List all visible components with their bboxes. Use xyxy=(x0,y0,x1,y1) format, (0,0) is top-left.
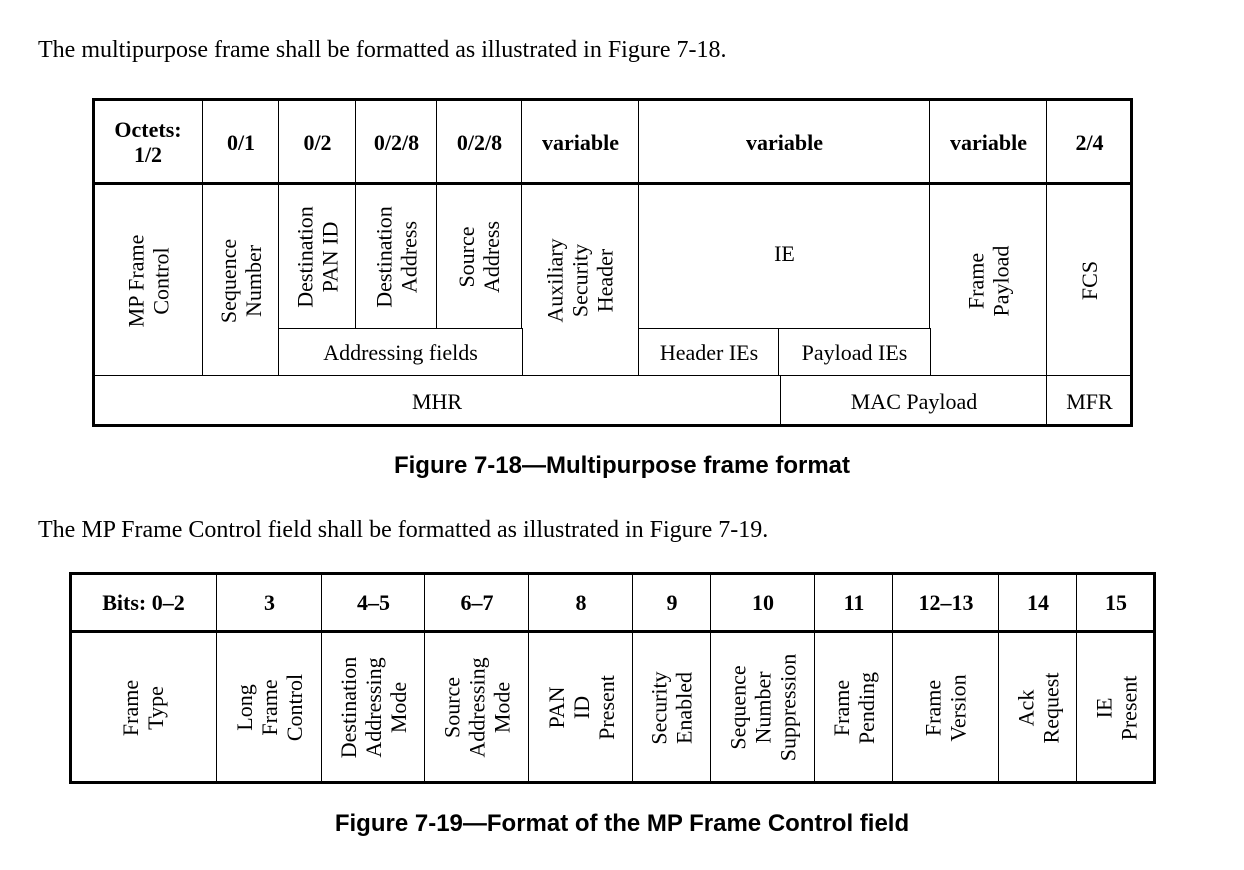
field-source-addressing-mode: Source Addressing Mode xyxy=(424,631,530,784)
header-row-divider xyxy=(69,630,1156,633)
field-destination-addressing-mode: Destination Addressing Mode xyxy=(321,631,426,784)
bits-frame-type: Bits: 0–2 xyxy=(69,572,218,633)
octets-auxiliary-security-header: variable xyxy=(521,98,640,186)
group-mhr: MHR xyxy=(92,375,782,427)
octets-destination-address: 0/2/8 xyxy=(355,98,438,186)
field-fcs: FCS xyxy=(1046,184,1133,377)
multipurpose-frame-format-table: Octets: 1/2 0/1 0/2 0/2/8 0/2/8 variable… xyxy=(92,98,1133,427)
group-payload-ies: Payload IEs xyxy=(778,328,931,377)
octets-fcs: 2/4 xyxy=(1046,98,1133,186)
field-security-enabled: Security Enabled xyxy=(632,631,712,784)
field-ie-present: IE Present xyxy=(1076,631,1156,784)
mp-frame-control-field-table: Bits: 0–2 3 4–5 6–7 8 9 10 11 12–13 14 1… xyxy=(69,572,1156,784)
field-sequence-number-suppression: Sequence Number Suppression xyxy=(710,631,816,784)
figure-7-18-caption: Figure 7-18—Multipurpose frame format xyxy=(393,452,851,479)
field-frame-pending: Frame Pending xyxy=(814,631,894,784)
field-frame-type: Frame Type xyxy=(69,631,218,784)
group-mac-payload: MAC Payload xyxy=(780,375,1048,427)
octets-header-cell: Octets: 1/2 xyxy=(92,98,204,186)
bits-source-addressing-mode: 6–7 xyxy=(424,572,530,633)
field-frame-version: Frame Version xyxy=(892,631,1000,784)
field-long-frame-control: Long Frame Control xyxy=(216,631,323,784)
field-pan-id-present: PAN ID Present xyxy=(528,631,634,784)
group-header-ies: Header IEs xyxy=(638,328,780,377)
bits-ack-request: 14 xyxy=(998,572,1078,633)
bits-ie-present: 15 xyxy=(1076,572,1156,633)
bits-destination-addressing-mode: 4–5 xyxy=(321,572,426,633)
field-ie: IE xyxy=(638,184,931,330)
field-destination-address: Destination Address xyxy=(355,184,438,330)
bits-sequence-number-suppression: 10 xyxy=(710,572,816,633)
field-mp-frame-control: MP Frame Control xyxy=(92,184,204,377)
header-row-divider xyxy=(92,182,1133,185)
bits-frame-pending: 11 xyxy=(814,572,894,633)
field-destination-pan-id: Destination PAN ID xyxy=(278,184,357,330)
bits-frame-version: 12–13 xyxy=(892,572,1000,633)
group-mfr: MFR xyxy=(1046,375,1133,427)
bits-pan-id-present: 8 xyxy=(528,572,634,633)
paragraph-intro-figure-7-19: The MP Frame Control field shall be form… xyxy=(38,517,769,543)
paragraph-intro-figure-7-18: The multipurpose frame shall be formatte… xyxy=(38,37,727,63)
octets-ie: variable xyxy=(638,98,931,186)
octets-frame-payload: variable xyxy=(929,98,1048,186)
field-auxiliary-security-header: Auxiliary Security Header xyxy=(521,184,640,377)
group-addressing-fields: Addressing fields xyxy=(278,328,523,377)
field-sequence-number: Sequence Number xyxy=(202,184,280,377)
bits-long-frame-control: 3 xyxy=(216,572,323,633)
figure-7-19-caption: Figure 7-19—Format of the MP Frame Contr… xyxy=(334,810,910,837)
octets-source-address: 0/2/8 xyxy=(436,98,523,186)
bits-security-enabled: 9 xyxy=(632,572,712,633)
field-frame-payload: Frame Payload xyxy=(929,184,1048,377)
field-source-address: Source Address xyxy=(436,184,523,330)
field-ack-request: Ack Request xyxy=(998,631,1078,784)
octets-destination-pan-id: 0/2 xyxy=(278,98,357,186)
octets-sequence-number: 0/1 xyxy=(202,98,280,186)
